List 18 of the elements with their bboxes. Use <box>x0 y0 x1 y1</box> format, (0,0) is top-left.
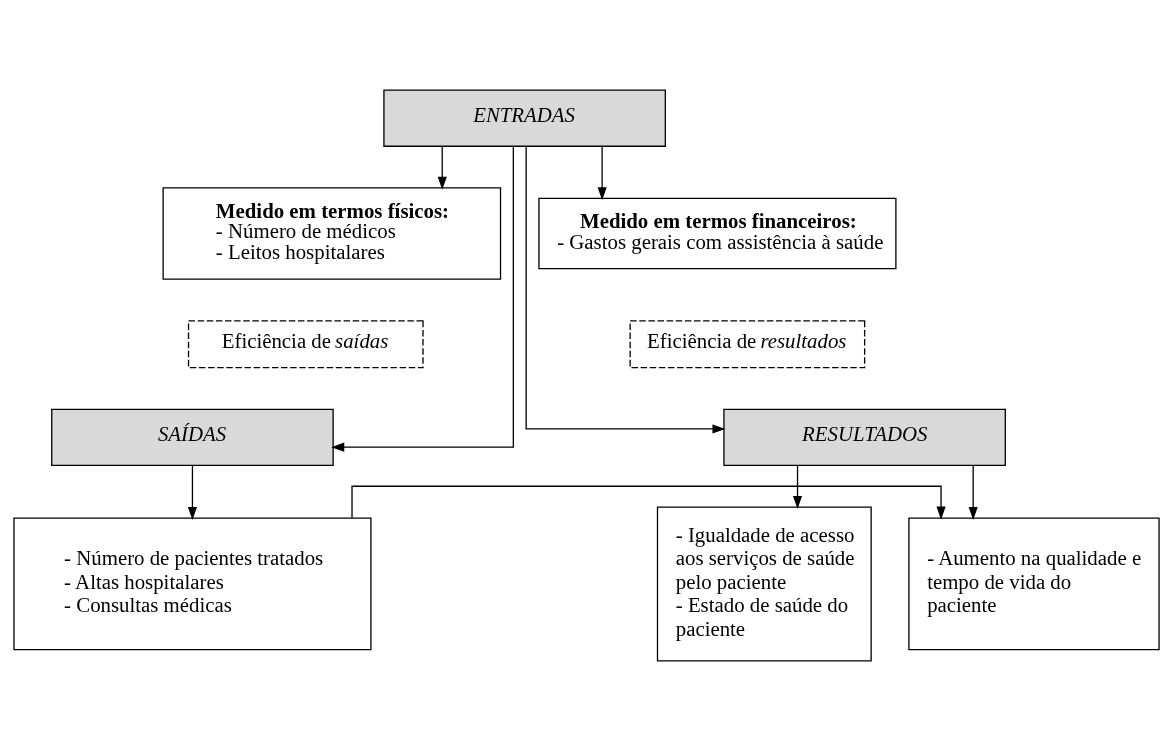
node-box: RESULTADOS <box>723 408 1006 467</box>
node-box: Eficiência de resultados <box>629 320 866 369</box>
arrow <box>331 145 514 452</box>
node-box: - Aumento na qualidade e tempo de vida do paciente <box>908 517 1160 651</box>
arrow <box>597 146 607 201</box>
arrow <box>525 145 726 434</box>
node-box: Medido em termos físicos: - Número de médicos - Leitos hospitalares <box>162 187 502 280</box>
arrow <box>437 146 447 190</box>
arrow <box>187 465 197 521</box>
node-box: SAÍDAS <box>51 408 334 467</box>
node-box: Medido em termos financeiros: - Gastos gerais com assistência à saúde <box>538 197 897 270</box>
node-box: Eficiência de saídas <box>187 320 424 369</box>
node-box: - Número de pacientes tratados - Altas hospitalares - Consultas médicas <box>13 517 372 651</box>
node-box: - Igualdade de acesso aos serviços de saúde pelo paciente - Estado de saúde do paciente <box>656 506 872 662</box>
arrow <box>351 485 946 520</box>
arrow <box>968 465 978 521</box>
arrow <box>792 465 803 509</box>
node-box: ENTRADAS <box>383 89 666 147</box>
